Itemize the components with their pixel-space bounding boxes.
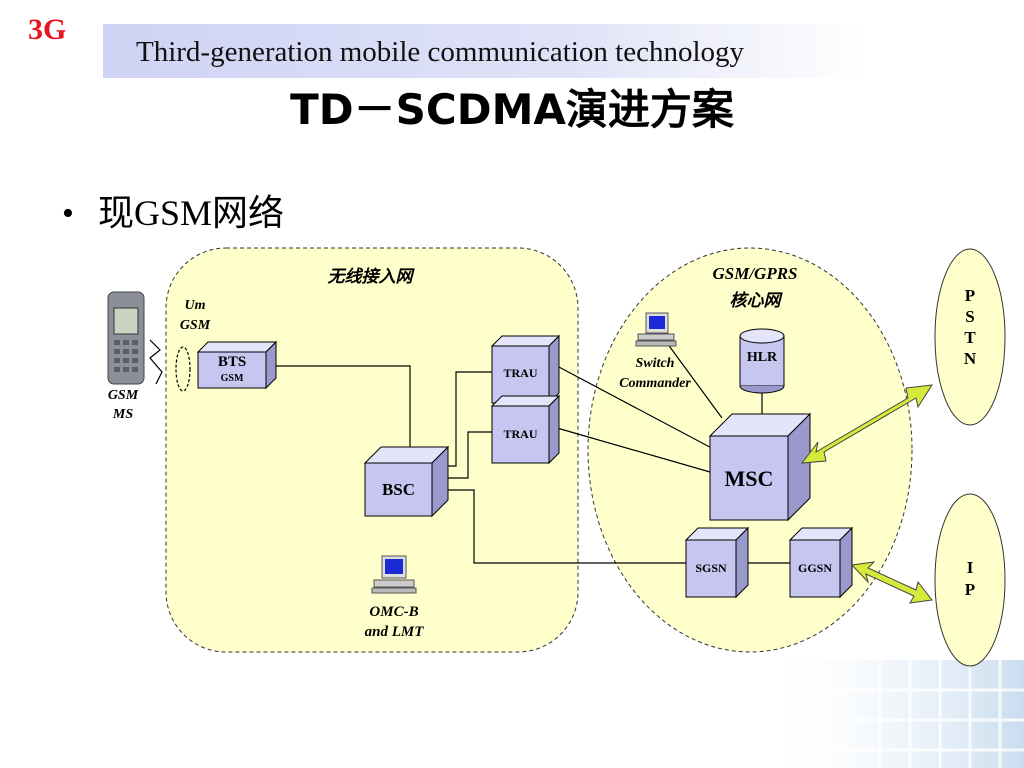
um-label-line2: GSM (179, 318, 211, 333)
bullet-marker: • (62, 195, 74, 232)
bullet-text: 现GSM网络 (98, 193, 285, 233)
msc-pstn-arrow (800, 384, 933, 464)
sgsn-label: SGSN (695, 561, 727, 575)
bts-node (196, 340, 278, 390)
pstn-letter-n: N (963, 349, 977, 368)
pstn-letter-s: S (965, 307, 975, 326)
switch-label-line2: Commander (619, 376, 691, 391)
core-network-label-line1: GSM/GPRS (712, 264, 798, 283)
switch-commander-computer-icon (635, 312, 677, 347)
trau2-label: TRAU (503, 427, 538, 441)
ggsn-node (788, 526, 854, 599)
sgsn-node (684, 526, 750, 599)
bts-bsc-link (276, 365, 411, 450)
omc-label-line2: and LMT (364, 624, 424, 640)
bsc-trau1-link (446, 371, 492, 467)
ms-label-line1: GSM (107, 388, 139, 403)
ip-cloud (934, 493, 1006, 667)
trau1-label: TRAU (503, 366, 538, 380)
switch-msc-link (666, 342, 723, 419)
bsc-trau2-link (446, 431, 492, 479)
bsc-node (363, 445, 450, 518)
core-network-label-line2: 核心网 (729, 291, 781, 310)
switch-label-line1: Switch (635, 356, 675, 371)
trau-node-2 (490, 394, 561, 465)
radio-link-icon (149, 339, 191, 392)
slide-title: TD－SCDMA演进方案 (290, 85, 734, 134)
hlr-node (739, 328, 785, 394)
subtitle-banner (103, 24, 863, 78)
logo-3g: 3G (28, 13, 67, 46)
trau2-msc-link (556, 427, 711, 473)
ip-letter-i: I (966, 558, 974, 577)
ms-label-line2: MS (112, 407, 134, 422)
msc-node (708, 412, 812, 522)
bts-label: BTS (217, 354, 247, 370)
pstn-cloud (934, 248, 1006, 426)
access-network-label: 无线接入网 (327, 267, 413, 286)
gsm-phone-icon (107, 291, 145, 385)
bts-sublabel: GSM (220, 373, 244, 384)
ggsn-label: GGSN (797, 561, 832, 575)
pstn-letter-p: P (964, 286, 976, 305)
um-label-line1: Um (184, 298, 206, 313)
ggsn-ip-arrow (850, 561, 933, 604)
bsc-label: BSC (381, 480, 416, 499)
subtitle: Third-generation mobile communication te… (136, 36, 745, 68)
bsc-sgsn-link (446, 489, 688, 564)
omc-label-line1: OMC-B (369, 604, 419, 620)
trau1-msc-link (556, 365, 739, 463)
msc-label: MSC (724, 466, 774, 491)
decorative-grid (760, 660, 1024, 768)
hlr-label: HLR (746, 350, 778, 365)
pstn-letter-t: T (964, 328, 976, 347)
omc-computer-icon (371, 555, 417, 594)
ip-letter-p: P (964, 580, 976, 599)
